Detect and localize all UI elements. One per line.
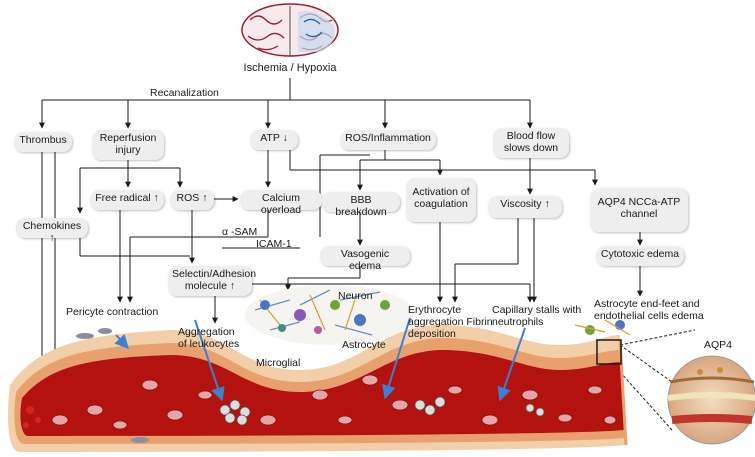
leukocyte-clusters [219,396,545,426]
free-radical-box: Free radical ↑ [90,190,164,210]
astrocyte-label: Astrocyte [342,339,386,351]
coagulation-box: Activation of coagulation [406,178,476,222]
alpha-sam-label: α -SAM [222,226,258,238]
endfeet-label: Astrocyte end-feet and endothelial cells… [594,298,704,322]
aggregation-label: Aggregation of leukocytes [178,326,240,350]
icam-label: ICAM-1 [256,238,292,250]
pericyte-label: Pericyte contraction [66,306,159,318]
ros-box: ROS ↑ [170,190,214,210]
aqp4-label: AQP4 [704,339,733,351]
thrombus-clot [23,406,41,428]
calcium-box: Calcium overload [240,190,322,216]
neuron-cluster [245,285,415,345]
aqp4-channel-box: AQP4 NCCa-ATP channel [590,188,688,232]
zoom-box [596,339,622,365]
capillary-label: Capillary stalls with neutrophils [492,304,582,328]
title-label: Ischemia / Hypoxia [243,62,337,74]
astrocyte-cluster [574,319,631,336]
reperfusion-box: Reperfusion injury [92,130,164,160]
blood-flow-box: Blood flow slows down [493,128,569,158]
cytotoxic-box: Cytotoxic edema [596,246,684,266]
erythrocyte-label: Erythrocyte aggregation Fibrin depositio… [408,304,493,340]
atp-box: ATP ↓ [250,130,298,150]
recanalization-label: Recanalization [150,87,219,99]
zoom-circle [667,355,755,445]
brain-icon [241,3,339,57]
bbb-box: BBB breakdown [322,192,400,218]
chemokines-box: Chemokines ↑ [16,218,88,244]
ros-inflammation-box: ROS/Inflammation [340,130,436,150]
pericyte-shapes [76,328,149,443]
blood-vessel [8,325,628,452]
pointer-arrows [114,317,526,402]
neuron-label: Neuron [338,290,373,302]
viscosity-box: Viscosity ↑ [488,196,562,218]
selectin-box: Selectin/Adhesion molecule ↑ [168,266,256,296]
red-blood-cells [51,374,617,430]
thrombus-box: Thrombus [14,132,72,152]
vasogenic-box: Vasogenic edema [320,246,410,272]
microglial-label: Microglial [256,357,301,369]
